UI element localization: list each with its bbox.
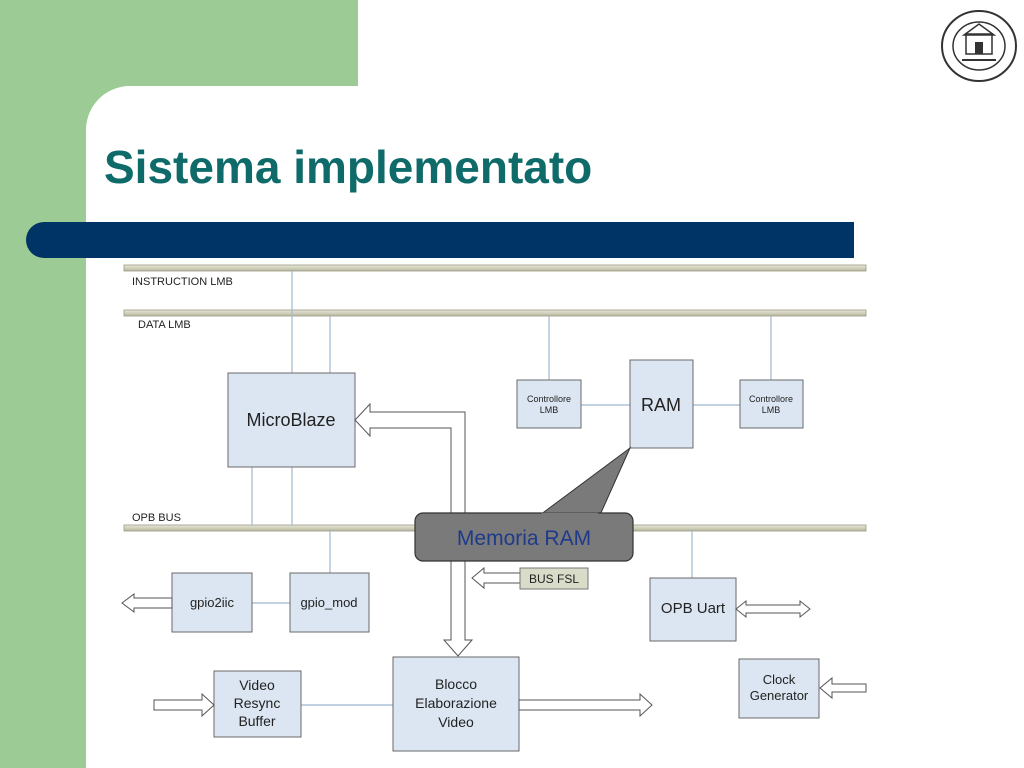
- bus-fsl-arrow: [471, 566, 521, 590]
- clock-input-arrow: [819, 676, 867, 700]
- ram-label: RAM: [641, 395, 681, 415]
- gpio2iic-out-arrow: [121, 593, 173, 613]
- gpio2iic-label: gpio2iic: [190, 595, 235, 610]
- instruction-lmb-bus: [123, 264, 867, 272]
- university-seal-logo: [938, 8, 1020, 84]
- controllore-lmb-right-block: [739, 379, 804, 429]
- connection-lines: [251, 271, 772, 706]
- controllore-lmb-left-block: [516, 379, 582, 429]
- controllore-lmb-left-label-2: LMB: [540, 405, 559, 415]
- data-lmb-bus: [123, 309, 867, 317]
- blocco-elaborazione-video-block: [392, 656, 520, 752]
- fsl-path-arrow: [354, 402, 474, 657]
- memoria-ram-label: Memoria RAM: [457, 527, 591, 550]
- microblaze-label: MicroBlaze: [246, 410, 335, 430]
- gpio-mod-label: gpio_mod: [300, 595, 357, 610]
- gpio2iic-block: [171, 572, 253, 633]
- arrows: [121, 402, 867, 718]
- page-title: Sistema implementato: [104, 141, 593, 193]
- blocco-label-3: Video: [438, 714, 474, 730]
- blocks: [171, 359, 820, 752]
- microblaze-block: [227, 372, 356, 468]
- uart-bidirectional-arrow: [735, 599, 811, 619]
- clock-label-1: Clock: [763, 672, 796, 687]
- blocco-label-1: Blocco: [435, 676, 477, 692]
- instruction-lmb-label: INSTRUCTION LMB: [132, 276, 233, 288]
- video-resync-label-2: Resync: [234, 695, 281, 711]
- clock-label-2: Generator: [750, 688, 809, 703]
- data-lmb-label: DATA LMB: [138, 319, 191, 331]
- controllore-lmb-right-label-2: LMB: [762, 405, 781, 415]
- controllore-lmb-right-label-1: Controllore: [749, 394, 793, 404]
- title-underline-bar: [26, 222, 854, 258]
- clock-generator-block: [738, 658, 820, 719]
- video-resync-label-1: Video: [239, 677, 275, 693]
- memoria-ram-callout: [414, 446, 634, 562]
- bus-fsl-label: BUS FSL: [529, 572, 579, 586]
- video-resync-label-3: Buffer: [238, 713, 275, 729]
- background-white-top: [358, 0, 1024, 86]
- bus-fsl-box: [519, 567, 589, 590]
- video-resync-buffer-block: [213, 670, 302, 738]
- ram-block: [629, 359, 694, 449]
- video-input-arrow: [153, 692, 215, 718]
- blocco-output-arrow: [518, 692, 653, 718]
- opb-uart-block: [649, 577, 737, 642]
- controllore-lmb-left-label-1: Controllore: [527, 394, 571, 404]
- gpio-mod-block: [289, 572, 370, 633]
- opb-bus-label: OPB BUS: [132, 512, 181, 524]
- opb-uart-label: OPB Uart: [661, 600, 726, 617]
- blocco-label-2: Elaborazione: [415, 695, 497, 711]
